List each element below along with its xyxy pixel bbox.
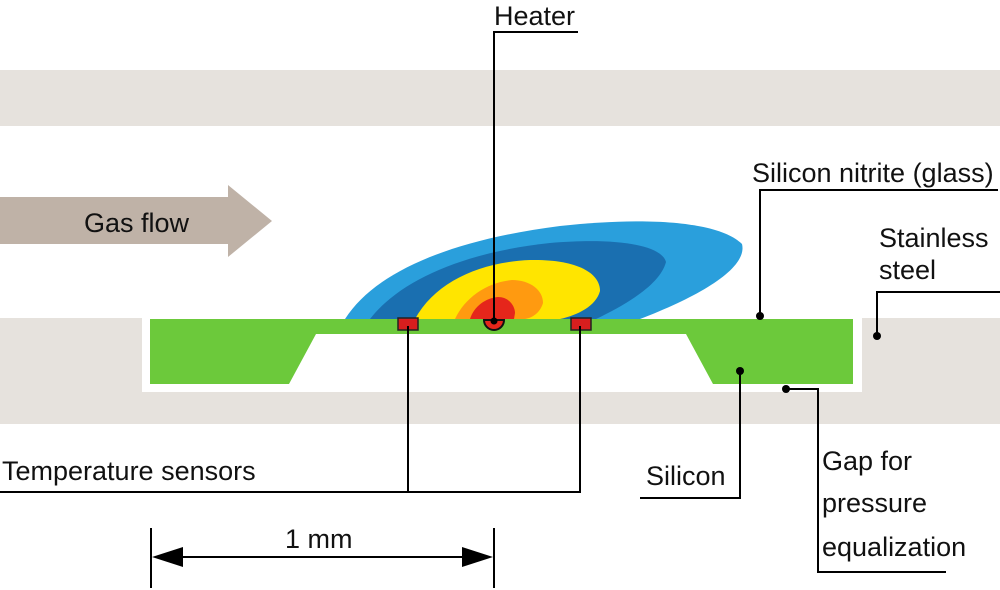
silicon-nitrite-dot <box>756 312 764 320</box>
silicon-leader-dot <box>736 367 744 375</box>
gas-flow-arrow <box>0 185 272 257</box>
silicon-leader <box>640 371 741 499</box>
stainless-steel-label-1: Stainless <box>879 223 989 253</box>
gas-flow-label: Gas flow <box>84 208 190 238</box>
gap-leader-dot <box>782 385 790 393</box>
stainless-steel-label-2: steel <box>879 255 936 285</box>
silicon-label: Silicon <box>646 461 726 491</box>
stainless-steel-dot <box>873 332 881 340</box>
heat-plume <box>345 221 743 319</box>
silicon-membrane <box>150 319 853 384</box>
scale-label: 1 mm <box>285 524 353 554</box>
heater-leader-dot <box>490 317 498 325</box>
silicon-nitrite-label: Silicon nitrite (glass) <box>752 158 994 188</box>
heater-element <box>482 319 506 331</box>
gap-label-3: equalization <box>822 532 966 562</box>
heater-label: Heater <box>494 1 575 31</box>
gap-label-2: pressure <box>822 488 927 518</box>
gap-label-1: Gap for <box>822 446 912 476</box>
silicon-nitrite-leader <box>759 189 998 316</box>
stainless-steel-leader <box>876 291 1000 336</box>
gap-leader <box>786 388 946 573</box>
temperature-sensors-leader <box>0 326 581 493</box>
temperature-sensors-label: Temperature sensors <box>2 456 256 486</box>
scale-bar-right-arrowhead <box>462 547 493 567</box>
scale-bar-left-arrowhead <box>152 547 183 567</box>
steel-bottom-wall <box>0 318 1000 424</box>
heat-zone-red <box>470 297 515 319</box>
heater-leader <box>493 31 578 322</box>
steel-top-wall <box>0 70 1000 126</box>
